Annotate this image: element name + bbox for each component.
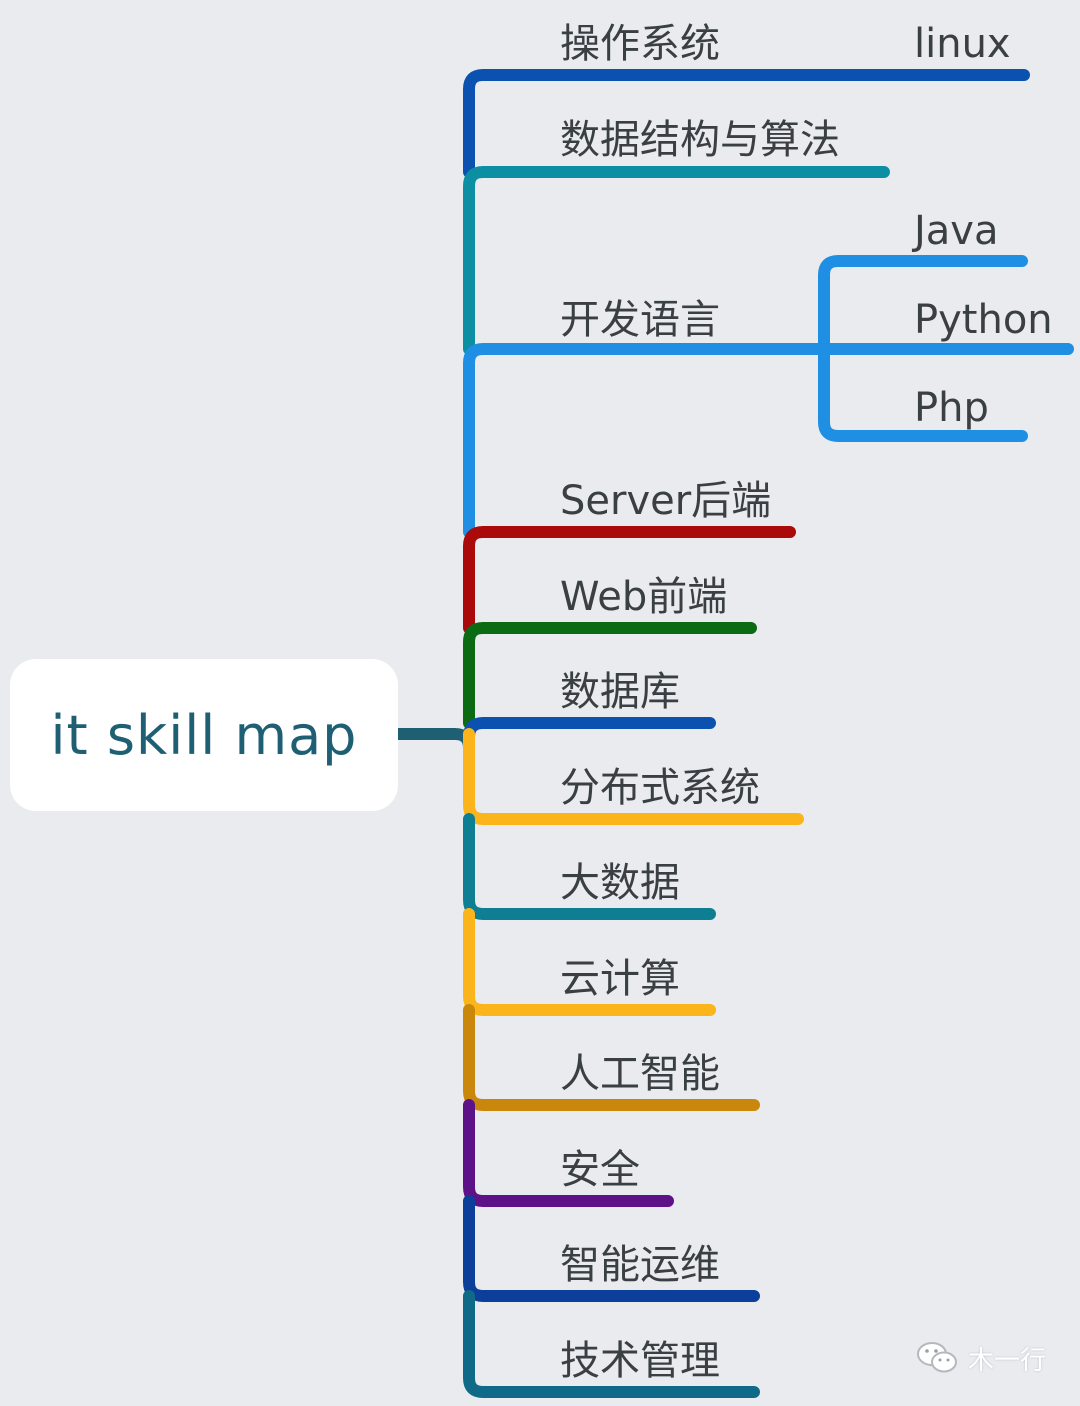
child-connector-java <box>818 255 1028 355</box>
branch-child-linux[interactable]: linux <box>914 21 1011 67</box>
branch-label-bigdata[interactable]: 大数据 <box>560 860 680 906</box>
branch-label-web[interactable]: Web前端 <box>560 574 728 620</box>
wechat-icon <box>917 1342 957 1373</box>
branch-connector-server <box>463 526 796 634</box>
branch-child-php[interactable]: Php <box>914 385 989 431</box>
branch-connector-languages <box>463 343 761 538</box>
root-label: it skill map <box>50 703 358 767</box>
root-connector <box>392 728 475 754</box>
watermark-text: 木一行 <box>968 1345 1047 1376</box>
branch-label-distributed[interactable]: 分布式系统 <box>560 765 760 811</box>
branch-label-cloud[interactable]: 云计算 <box>560 956 680 1002</box>
branch-label-ai[interactable]: 人工智能 <box>560 1051 720 1097</box>
child-connector-php <box>818 343 1028 442</box>
branch-label-os[interactable]: 操作系统 <box>560 21 720 67</box>
branch-connector-tech-mgmt <box>463 1290 760 1398</box>
branch-connector-database <box>463 717 716 743</box>
branch-label-tech-mgmt[interactable]: 技术管理 <box>560 1338 720 1384</box>
branch-label-data-structures[interactable]: 数据结构与算法 <box>560 117 840 163</box>
branch-connector-os <box>463 69 761 178</box>
branch-child-java[interactable]: Java <box>914 208 999 254</box>
branch-label-database[interactable]: 数据库 <box>560 669 680 715</box>
branch-child-python[interactable]: Python <box>914 297 1053 343</box>
root-node[interactable]: it skill map <box>10 659 398 811</box>
branch-label-languages[interactable]: 开发语言 <box>560 297 720 343</box>
watermark: 木一行 <box>916 1338 1046 1378</box>
branch-connector-web <box>463 622 757 729</box>
branch-label-aiops[interactable]: 智能运维 <box>560 1242 720 1288</box>
branch-connector-data-structures <box>463 166 890 355</box>
branch-label-security[interactable]: 安全 <box>560 1147 640 1193</box>
branch-label-server[interactable]: Server后端 <box>560 478 772 524</box>
